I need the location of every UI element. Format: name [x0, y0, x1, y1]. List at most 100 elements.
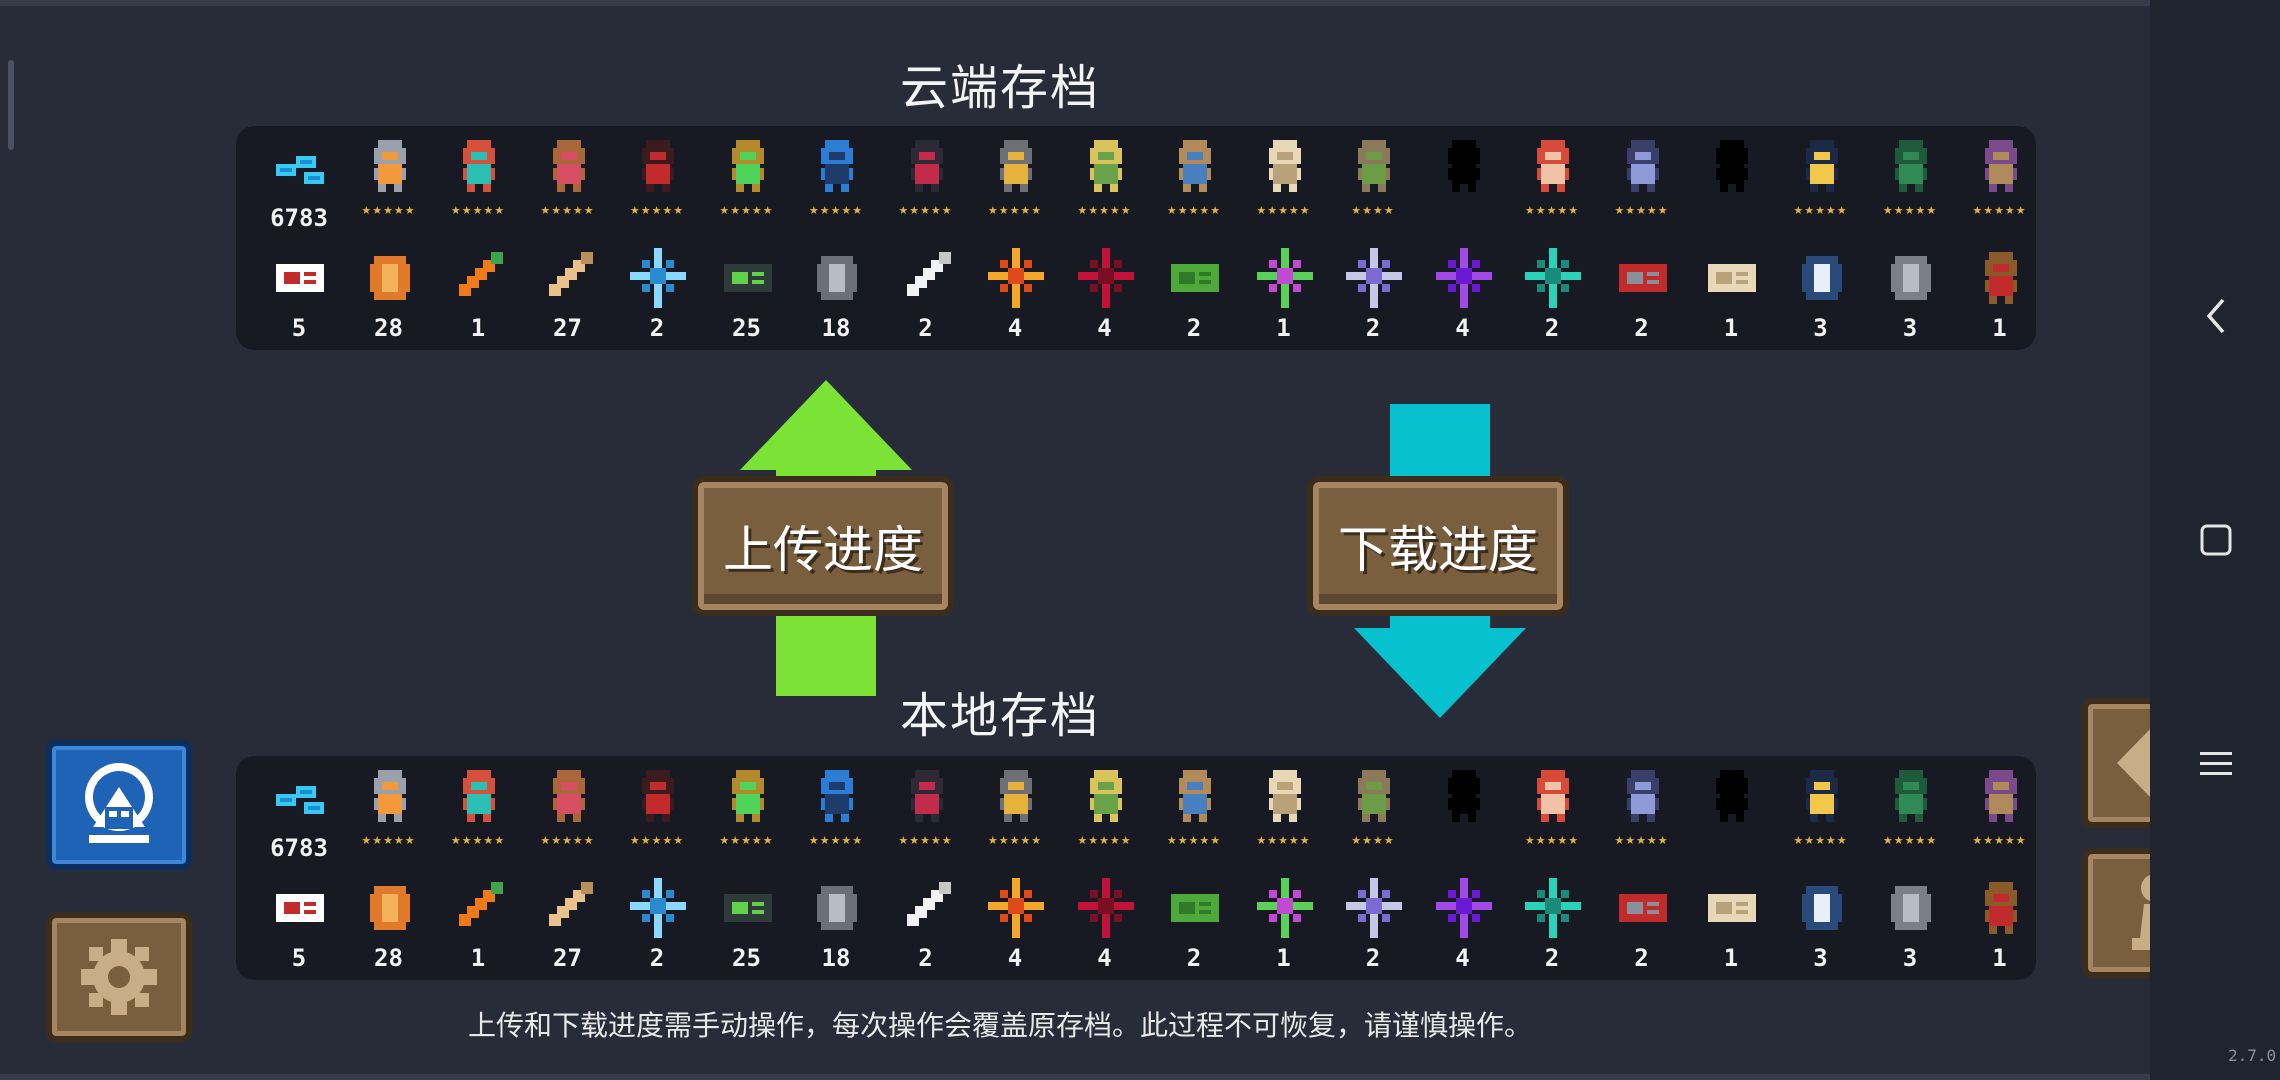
upload-progress-button[interactable]: 上传进度 — [692, 476, 954, 616]
bookshelf-icon — [1973, 766, 2029, 826]
cloud-item-cell: 2 — [1597, 244, 1687, 344]
local-hero-cell: ★★★★★ — [1239, 762, 1329, 862]
hero-stars: ★★★★★ — [1614, 204, 1669, 217]
hero-stars: ★★★★★ — [1166, 204, 1222, 217]
locked-hero-icon — [1704, 136, 1760, 196]
local-hero-cell: ★★★★★ — [344, 762, 434, 862]
bookshelf-icon — [1973, 136, 2029, 196]
cloud-item-cell: 27 — [523, 244, 613, 344]
iron-ore-icon — [809, 878, 865, 938]
warning-notice: 上传和下载进度需手动操作，每次操作会覆盖原存档。此过程不可恢复，请谨慎操作。 — [467, 1009, 1532, 1042]
rainbow-leaf-icon — [1256, 248, 1313, 308]
red-leaf-icon — [1077, 878, 1134, 938]
knight-icon — [362, 136, 418, 196]
blue-gem-icon — [272, 136, 328, 196]
item-count: 4 — [1455, 944, 1470, 972]
settings-button[interactable] — [46, 912, 192, 1042]
cloud-hero-cell: ★★★★★ — [523, 132, 613, 232]
cloud-hero-cell: ★★★★★ — [344, 132, 434, 232]
portal-button[interactable] — [46, 740, 192, 870]
fire-crystal-icon — [988, 878, 1044, 938]
local-save-title: 本地存档 — [899, 688, 1100, 744]
local-item-cell: 1 — [433, 874, 523, 974]
local-item-cell: 1 — [1686, 874, 1776, 974]
ice-crystal-icon — [630, 878, 686, 938]
menu-icon[interactable] — [2190, 738, 2242, 790]
local-item-cell: 4 — [970, 874, 1060, 974]
werewolf-icon — [1167, 136, 1223, 196]
local-item-cell: 3 — [1776, 874, 1866, 974]
gear-part-icon — [1883, 248, 1939, 308]
blue-gem-icon — [272, 766, 328, 826]
elf-icon — [1078, 766, 1134, 826]
knight-icon — [362, 766, 418, 826]
locked-hero-icon — [1436, 766, 1492, 826]
cloud-item-cell: 1 — [433, 244, 523, 344]
download-progress-button[interactable]: 下载进度 — [1307, 476, 1569, 616]
card-icon — [272, 248, 328, 308]
item-count: 5 — [291, 314, 307, 342]
local-save-panel: 6783★★★★★★★★★★★★★★★★★★★★★★★★★★★★★★★★★★★★… — [236, 756, 2036, 980]
fire-crystal-icon — [988, 248, 1044, 308]
item-count: 2 — [918, 314, 933, 342]
item-count: 3 — [1902, 944, 1918, 972]
local-item-cell: 25 — [702, 874, 792, 974]
local-hero-cell — [1686, 762, 1776, 862]
cloud-hero-cell: ★★★★★ — [881, 132, 971, 232]
cloud-item-cell: 4 — [970, 244, 1060, 344]
local-hero-cell: ★★★★ — [1328, 762, 1418, 862]
cloud-hero-cell: ★★★★★ — [612, 132, 702, 232]
item-count: 2 — [1544, 944, 1560, 972]
item-count: 1 — [1276, 314, 1291, 342]
scroll-thumb[interactable] — [8, 60, 14, 150]
top-border — [0, 0, 2150, 6]
cloud-item-cell: 1 — [1686, 244, 1776, 344]
cloud-item-cell: 2 — [1507, 244, 1597, 344]
druid-icon — [1346, 766, 1402, 826]
hero-stars: ★★★★★ — [1793, 834, 1848, 847]
cloud-item-cell: 1 — [1239, 244, 1329, 344]
ice-crystal-icon — [630, 248, 686, 308]
hero-stars: ★★★★★ — [1524, 204, 1580, 217]
cloud-item-cell: 28 — [344, 244, 434, 344]
hero-stars: ★★★★ — [1351, 204, 1395, 217]
local-item-cell: 2 — [1328, 874, 1418, 974]
hero-stars: ★★★★★ — [1972, 204, 2027, 217]
purple-crystal-icon — [1435, 248, 1492, 308]
item-count: 1 — [1276, 944, 1291, 972]
item-count: 18 — [821, 314, 851, 342]
priest-icon — [1257, 766, 1313, 826]
red-chip-icon — [1615, 878, 1671, 938]
local-hero-cell: ★★★★★ — [1060, 762, 1150, 862]
rainbow-leaf-icon — [1256, 878, 1313, 938]
robot-icon — [1615, 766, 1671, 826]
card-icon — [272, 878, 328, 938]
feather-coin-icon — [1794, 248, 1850, 308]
hero-stars: ★★★★★ — [808, 834, 864, 847]
taoist-icon — [1794, 136, 1850, 196]
item-count: 25 — [732, 314, 761, 342]
local-item-cell: 2 — [1507, 874, 1597, 974]
item-count: 25 — [732, 944, 761, 972]
item-count: 2 — [649, 314, 665, 342]
silver-crystal-icon — [1346, 878, 1402, 938]
local-item-cell: 2 — [1597, 874, 1687, 974]
cloud-item-cell: 2 — [1149, 244, 1239, 344]
item-count: 3 — [1902, 314, 1918, 342]
back-icon[interactable] — [2190, 290, 2242, 342]
hero-stars: ★★★★★ — [629, 204, 685, 217]
local-item-cell: 2 — [881, 874, 971, 974]
item-count: 1 — [1992, 944, 2007, 972]
cloud-hero-row: 6783★★★★★★★★★★★★★★★★★★★★★★★★★★★★★★★★★★★★… — [254, 132, 2044, 232]
battery-icon — [720, 248, 776, 308]
recent-apps-icon[interactable] — [2190, 514, 2242, 566]
hero-stars: ★★★★★ — [1256, 204, 1311, 217]
item-count: 2 — [1186, 944, 1202, 972]
local-hero-cell: ★★★★★ — [791, 762, 881, 862]
cloud-item-cell: 5 — [254, 244, 344, 344]
cloud-item-cell: 3 — [1776, 244, 1866, 344]
red-leaf-icon — [1077, 248, 1134, 308]
cloud-hero-cell: ★★★★★ — [1776, 132, 1866, 232]
cloud-hero-cell: ★★★★★ — [1955, 132, 2045, 232]
local-item-cell: 1 — [1239, 874, 1329, 974]
